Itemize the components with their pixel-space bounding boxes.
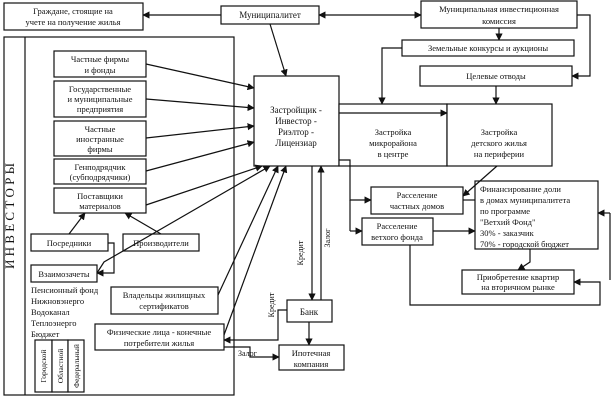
node-developer: Застройщик -Инвестор -Риэлтор -Лицензиар [253, 75, 340, 167]
node-municipality: Муниципалитет [220, 5, 320, 25]
node-bank: Банк [286, 299, 333, 323]
svg-text:Областной: Областной [56, 349, 65, 384]
edge-label-pledge-bottom: Залог [238, 349, 258, 358]
investors-label: И Н В Е С Т О Р Ы [2, 163, 17, 269]
svg-text:Земельные конкурсы и аукционы: Земельные конкурсы и аукционы [428, 43, 548, 53]
edge-label-credit-vertical: Кредит [296, 240, 305, 265]
edge-label-pledge-vertical: Залог [323, 228, 332, 248]
edge-label-credit-left: Кредит [267, 292, 276, 317]
svg-text:Муниципалитет: Муниципалитет [239, 10, 301, 20]
svg-text:Производители: Производители [133, 238, 189, 248]
svg-text:Взаимозачеты: Взаимозачеты [38, 269, 90, 279]
connectors [68, 11, 611, 361]
node-target-allotments: Целевые отводы [419, 65, 573, 87]
svg-text:Городской: Городской [39, 350, 48, 383]
node-general-contractor: Генподрядчик(субподрядчики) [53, 158, 147, 185]
svg-text:Федеральный: Федеральный [72, 344, 81, 388]
node-land-tenders: Земельные конкурсы и аукционы [401, 39, 575, 57]
node-intermediaries: Посредники [30, 233, 109, 252]
svg-text:Целевые отводы: Целевые отводы [466, 71, 526, 81]
svg-text:Посредники: Посредники [47, 238, 92, 248]
svg-text:Застройщик -Инвестор -Риэлтор: Застройщик -Инвестор -Риэлтор -Лицензиар [270, 105, 322, 148]
svg-text:Банк: Банк [300, 307, 319, 317]
node-producers: Производители [122, 233, 200, 252]
svg-text:Генподрядчик(субподрядчики): Генподрядчик(субподрядчики) [70, 162, 131, 182]
node-budget-levels: Городской Областной Федеральный [34, 339, 85, 393]
node-offsets: Взаимозачеты [30, 264, 98, 283]
